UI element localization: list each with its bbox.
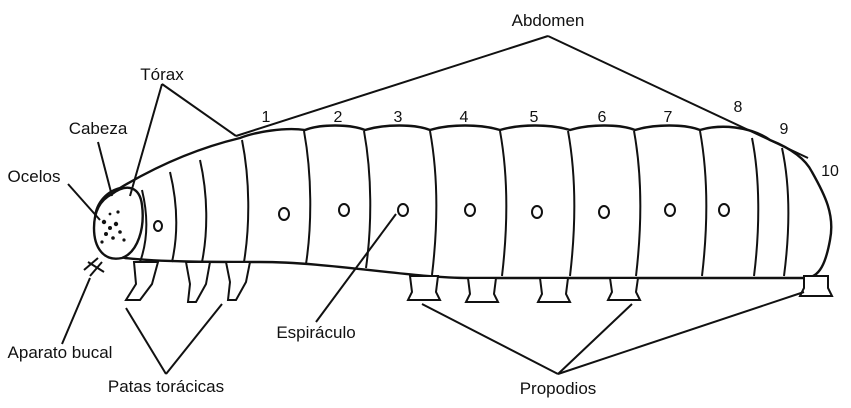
label-patas-toracicas: Patas torácicas (108, 377, 224, 396)
label-cabeza: Cabeza (69, 119, 128, 138)
segment-number-6: 6 (598, 109, 607, 126)
label-abdomen: Abdomen (512, 11, 585, 30)
segment-number-1: 1 (262, 109, 271, 126)
label-espiraculo: Espiráculo (276, 323, 355, 342)
segment-number-4: 4 (460, 109, 469, 126)
label-ocelos: Ocelos (8, 167, 61, 186)
label-propodios: Propodios (520, 379, 597, 398)
segment-number-8: 8 (734, 99, 743, 116)
caterpillar-body (84, 126, 832, 303)
segment-number-3: 3 (394, 109, 403, 126)
label-torax: Tórax (140, 65, 184, 84)
head-spot (154, 221, 162, 231)
segment-number-9: 9 (780, 121, 789, 138)
prolegs (408, 276, 832, 302)
label-aparato-bucal: Aparato bucal (8, 343, 113, 362)
segment-number-10: 10 (821, 163, 839, 180)
thoracic-legs (126, 262, 250, 302)
segment-number-2: 2 (334, 109, 343, 126)
segment-number-5: 5 (530, 109, 539, 126)
segment-number-7: 7 (664, 109, 673, 126)
head (94, 188, 143, 259)
mouthparts (84, 258, 104, 276)
